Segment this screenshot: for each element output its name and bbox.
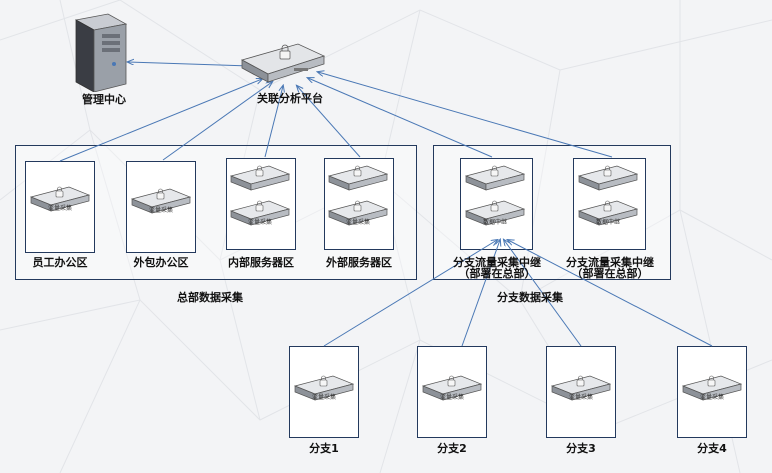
device-label: 流量采集 xyxy=(148,207,173,214)
branch-2-collector[interactable]: 流量采集 xyxy=(421,372,483,402)
rack-server-icon xyxy=(130,188,192,214)
relay-2-sublabel: （部署在总部） xyxy=(571,267,649,280)
relay-2-server[interactable] xyxy=(577,162,639,192)
relay-1-sublabel: （部署在总部） xyxy=(458,267,536,280)
relay-2-data-relay[interactable]: 数据中继 xyxy=(577,197,639,227)
device-label: 数据中继 xyxy=(482,219,507,226)
branch-label-3: 分支3 xyxy=(566,442,596,455)
analysis-platform-server-icon[interactable] xyxy=(238,38,328,88)
analysis-platform-label: 关联分析平台 xyxy=(257,92,323,105)
hq-group-label: 总部数据采集 xyxy=(177,291,243,304)
rack-server-icon xyxy=(293,375,355,401)
device-label: 流量采集 xyxy=(699,394,724,401)
external-server-collector[interactable]: 流量采集 xyxy=(327,197,389,227)
device-label: 数据中继 xyxy=(595,219,620,226)
branch-3-collector[interactable]: 流量采集 xyxy=(550,372,612,402)
rack-server-icon xyxy=(464,165,526,191)
device-label: 流量采集 xyxy=(345,219,370,226)
branch-4-collector[interactable]: 流量采集 xyxy=(681,372,743,402)
rack-server-icon xyxy=(29,186,91,212)
internal-server-collector[interactable]: 流量采集 xyxy=(229,197,291,227)
management-center-label: 管理中心 xyxy=(82,93,126,106)
hq-zone-label-staff: 员工办公区 xyxy=(32,256,88,269)
server-tower-icon[interactable] xyxy=(70,12,132,92)
device-label: 流量采集 xyxy=(311,394,336,401)
relay-1-server[interactable] xyxy=(464,162,526,192)
hq-zone-label-internal: 内部服务器区 xyxy=(228,256,294,269)
branch-label-2: 分支2 xyxy=(437,442,467,455)
staff-office-collector[interactable]: 流量采集 xyxy=(29,183,91,213)
internal-server-1[interactable] xyxy=(229,162,291,192)
hq-zone-label-outsource: 外包办公区 xyxy=(133,256,189,269)
rack-server-icon xyxy=(550,375,612,401)
rack-server-icon xyxy=(464,200,526,226)
external-server-1[interactable] xyxy=(327,162,389,192)
rack-server-icon xyxy=(577,200,639,226)
device-label: 流量采集 xyxy=(439,394,464,401)
rack-server-icon xyxy=(229,165,291,191)
rack-server-icon xyxy=(229,200,291,226)
branch-1-collector[interactable]: 流量采集 xyxy=(293,372,355,402)
branch-label-4: 分支4 xyxy=(697,442,727,455)
device-label: 流量采集 xyxy=(247,219,272,226)
rack-server-icon xyxy=(327,165,389,191)
branch-label-1: 分支1 xyxy=(309,442,339,455)
rack-server-icon xyxy=(577,165,639,191)
branch-group-label: 分支数据采集 xyxy=(497,291,563,304)
relay-1-data-relay[interactable]: 数据中继 xyxy=(464,197,526,227)
device-label: 流量采集 xyxy=(568,394,593,401)
device-label: 流量采集 xyxy=(47,205,72,212)
hq-zone-label-external: 外部服务器区 xyxy=(326,256,392,269)
rack-server-icon xyxy=(327,200,389,226)
outsource-office-collector[interactable]: 流量采集 xyxy=(130,185,192,215)
rack-server-icon xyxy=(421,375,483,401)
rack-server-icon xyxy=(681,375,743,401)
